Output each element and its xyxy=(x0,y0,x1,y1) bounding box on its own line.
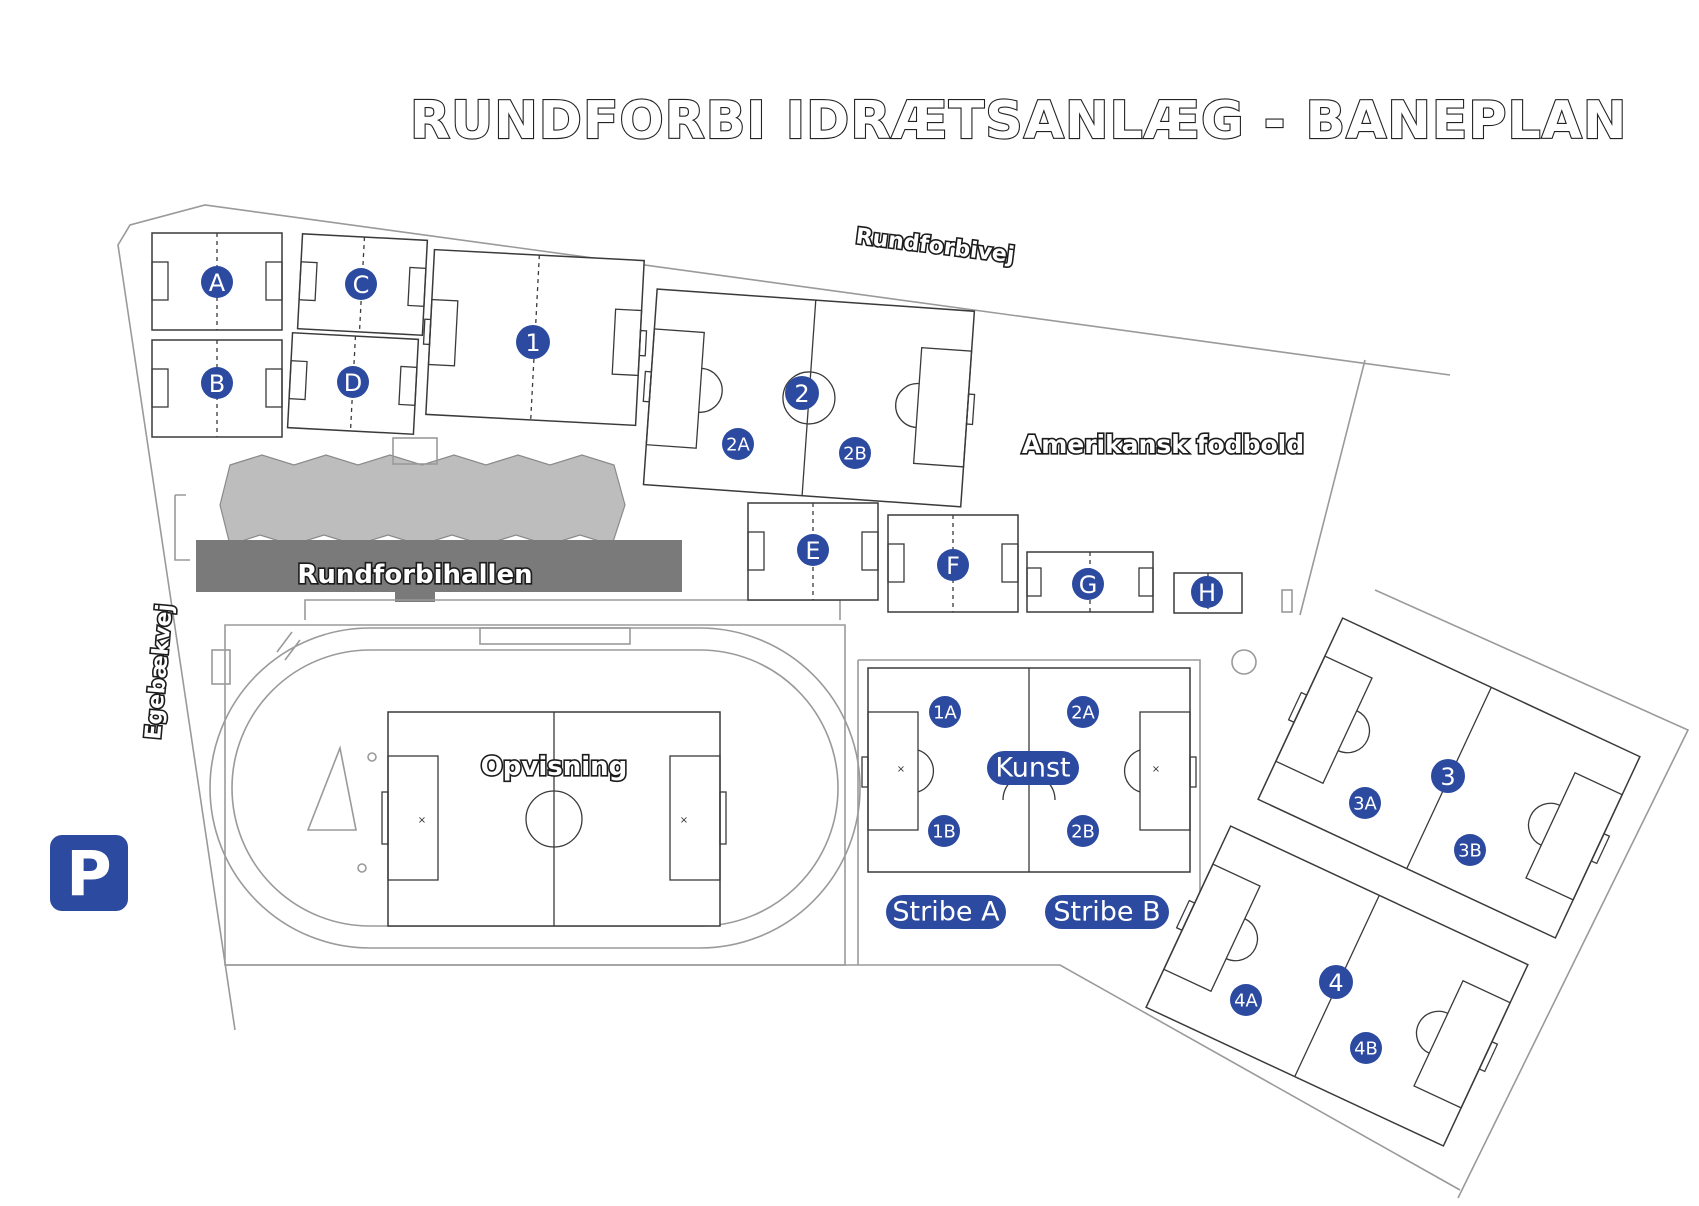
road-label-egebaekvej: Egebækvej xyxy=(141,603,178,741)
badge-pitch-4[interactable]: 4 xyxy=(1319,965,1353,999)
svg-text:3A: 3A xyxy=(1353,794,1377,815)
badge-pitch-e[interactable]: E xyxy=(797,534,829,566)
svg-text:H: H xyxy=(1198,579,1216,607)
hall-roof xyxy=(219,454,626,546)
stadium-area: × × Opvisning xyxy=(209,599,861,966)
svg-text:A: A xyxy=(209,269,226,297)
badge-pitch-g[interactable]: G xyxy=(1072,568,1104,600)
badge-pitch-3a[interactable]: 3A xyxy=(1349,787,1381,819)
svg-text:3: 3 xyxy=(1440,763,1455,791)
parking-sign: P xyxy=(50,835,128,911)
badge-pitch-3b[interactable]: 3B xyxy=(1454,834,1486,866)
svg-text:1B: 1B xyxy=(932,822,956,843)
opvisning-label: Opvisning xyxy=(481,752,628,782)
badge-kunst-1b[interactable]: 1B xyxy=(928,815,960,847)
roundabout-icon xyxy=(1231,649,1257,675)
badge-pitch-2a[interactable]: 2A xyxy=(722,428,754,460)
hall-entrance xyxy=(395,590,435,602)
svg-text:×: × xyxy=(418,815,426,826)
badge-pitch-h[interactable]: H xyxy=(1191,576,1223,608)
svg-text:1: 1 xyxy=(525,329,540,357)
svg-text:Stribe B: Stribe B xyxy=(1053,897,1160,928)
parking-icon xyxy=(50,835,128,911)
shed xyxy=(1281,589,1293,613)
svg-text:×: × xyxy=(897,764,905,775)
badge-pitch-2b[interactable]: 2B xyxy=(839,437,871,469)
badge-kunst-2b[interactable]: 2B xyxy=(1067,815,1099,847)
stairs xyxy=(276,631,301,661)
badge-pitch-a[interactable]: A xyxy=(201,266,233,298)
side-building xyxy=(211,649,231,685)
kunst-label[interactable]: Kunst xyxy=(987,751,1079,785)
hall-annex xyxy=(392,437,438,465)
svg-text:B: B xyxy=(209,370,225,398)
svg-text:2A: 2A xyxy=(1071,703,1095,724)
road-label-rundforbivej: Rundforbivej xyxy=(854,224,1015,268)
badge-pitch-f[interactable]: F xyxy=(937,549,969,581)
american-football-label: Amerikansk fodbold xyxy=(1022,430,1304,459)
southeast-boundary xyxy=(1374,589,1690,1199)
badge-pitch-2[interactable]: 2 xyxy=(785,376,819,410)
svg-text:4B: 4B xyxy=(1354,1039,1378,1060)
svg-text:Kunst: Kunst xyxy=(995,753,1070,784)
east-boundary xyxy=(1299,359,1366,616)
hall-base xyxy=(196,540,682,592)
throw-circle xyxy=(367,752,377,762)
badge-kunst-2a[interactable]: 2A xyxy=(1067,696,1099,728)
svg-text:F: F xyxy=(946,552,960,580)
badge-pitch-3[interactable]: 3 xyxy=(1431,759,1465,793)
svg-text:3B: 3B xyxy=(1458,841,1482,862)
svg-text:2A: 2A xyxy=(726,435,750,456)
hall-label: Rundforbihallen xyxy=(297,560,532,590)
stadium-inner-frame xyxy=(304,599,841,620)
svg-text:4A: 4A xyxy=(1234,991,1258,1012)
svg-text:C: C xyxy=(353,271,370,299)
badge-pitch-4a[interactable]: 4A xyxy=(1230,984,1262,1016)
throw-circle xyxy=(357,863,367,873)
svg-text:E: E xyxy=(805,537,820,565)
svg-text:×: × xyxy=(1152,764,1160,775)
turf-fence xyxy=(858,659,1201,965)
track-outer xyxy=(209,627,861,949)
badge-pitch-c[interactable]: C xyxy=(345,268,377,300)
svg-text:2B: 2B xyxy=(843,444,867,465)
svg-text:Stribe A: Stribe A xyxy=(892,897,1000,928)
stribe-a-label[interactable]: Stribe A xyxy=(886,895,1006,929)
hall-path xyxy=(174,494,190,561)
badge-pitch-b[interactable]: B xyxy=(201,367,233,399)
badge-kunst-1a[interactable]: 1A xyxy=(929,696,961,728)
grandstand-block xyxy=(479,627,631,645)
svg-text:D: D xyxy=(344,369,362,397)
stadium-outer xyxy=(224,624,846,966)
svg-text:×: × xyxy=(680,815,688,826)
page-title: RUNDFORBI IDRÆTSANLÆG - BANEPLAN xyxy=(410,91,1627,151)
rundforbihallen-building xyxy=(196,437,682,602)
throwing-sector xyxy=(306,745,357,831)
svg-text:1A: 1A xyxy=(933,703,957,724)
badge-pitch-4b[interactable]: 4B xyxy=(1350,1032,1382,1064)
badge-pitch-1[interactable]: 1 xyxy=(516,325,550,359)
svg-text:2B: 2B xyxy=(1071,822,1095,843)
svg-text:4: 4 xyxy=(1328,969,1343,997)
pitch-opvisning[interactable]: × × xyxy=(381,711,727,927)
svg-text:2: 2 xyxy=(794,380,809,408)
stribe-b-label[interactable]: Stribe B xyxy=(1045,895,1169,929)
svg-text:G: G xyxy=(1079,571,1098,599)
parking-label: P xyxy=(66,838,111,911)
badge-pitch-d[interactable]: D xyxy=(337,366,369,398)
